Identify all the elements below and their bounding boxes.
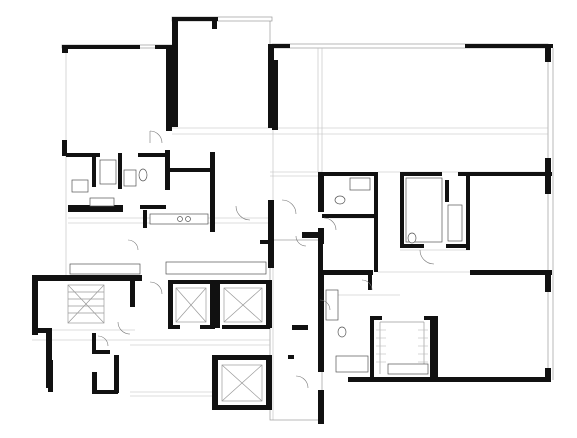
toilet-icon — [138, 168, 148, 182]
door-swing-icon — [97, 130, 435, 389]
sink-icon-2 — [349, 177, 371, 191]
fixtures — [69, 159, 463, 375]
stair-icon — [67, 284, 105, 324]
toilet-icon-2 — [334, 195, 346, 205]
walls — [32, 17, 553, 424]
elevator-icon — [175, 287, 263, 402]
shower-icon — [99, 159, 117, 185]
light-linework — [32, 16, 554, 421]
sink-icon — [123, 169, 137, 187]
bathtub-icon — [335, 355, 369, 373]
